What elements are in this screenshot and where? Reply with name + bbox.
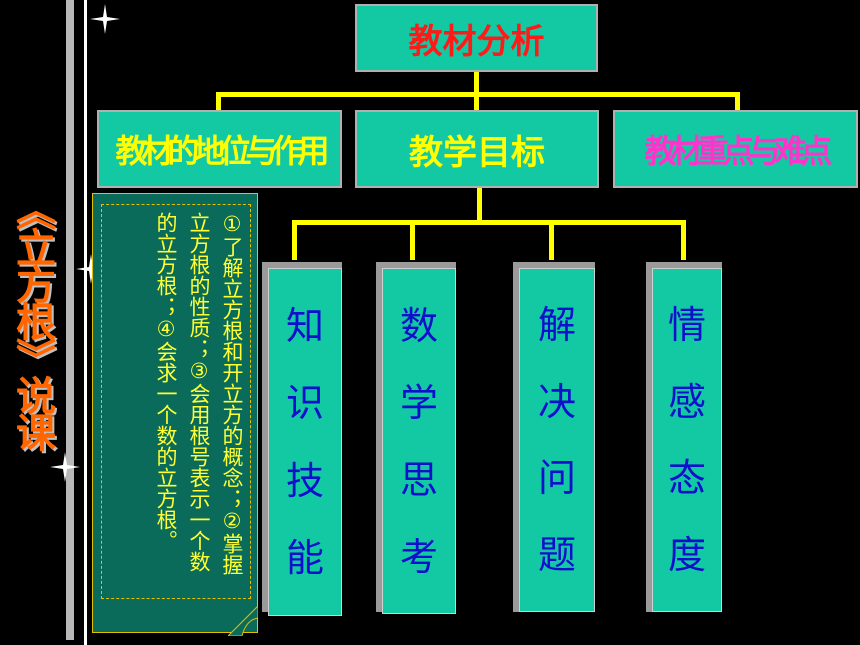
column-char: 态 bbox=[667, 456, 706, 501]
connector-root-down bbox=[474, 72, 479, 96]
column-char: 数 bbox=[399, 303, 438, 348]
column-char: 决 bbox=[537, 379, 576, 424]
column-char: 能 bbox=[285, 536, 324, 581]
panel-fold-corner bbox=[228, 606, 258, 636]
panel-inner-border bbox=[101, 204, 251, 599]
connector-bottom-3 bbox=[549, 220, 554, 260]
connector-bottom-horizontal bbox=[292, 220, 686, 225]
mid-box-label: 教学目标 bbox=[409, 132, 545, 173]
left-gray-bar bbox=[66, 0, 74, 640]
sparkle-star-icon bbox=[90, 4, 120, 34]
column-problem-solving: 解 决 问 题 bbox=[519, 268, 595, 612]
root-box-label: 教材分析 bbox=[408, 21, 545, 62]
connector-bottom-4 bbox=[681, 220, 686, 260]
slide-title: 《立方根》说课 bbox=[9, 190, 56, 449]
connector-mid-left bbox=[216, 92, 221, 110]
connector-bottom-2 bbox=[410, 220, 415, 260]
column-char: 情 bbox=[667, 303, 706, 348]
column-char: 学 bbox=[399, 380, 438, 425]
goals-text-panel bbox=[92, 193, 258, 633]
connector-goals-down bbox=[477, 188, 482, 222]
column-char: 问 bbox=[537, 456, 576, 501]
column-char: 感 bbox=[667, 379, 706, 424]
column-knowledge-skills: 知 识 技 能 bbox=[268, 268, 342, 616]
column-char: 识 bbox=[285, 381, 324, 426]
sparkle-star-icon bbox=[50, 452, 80, 482]
goals-text: ①了解立方根和开立方的概念；②掌握立方根的性质；③会用根号表示一个数的立方根；④… bbox=[154, 212, 244, 575]
column-char: 考 bbox=[399, 534, 438, 579]
root-box-material-analysis: 教材分析 bbox=[355, 4, 598, 72]
left-white-line bbox=[84, 0, 87, 645]
mid-box-teaching-goals: 教学目标 bbox=[355, 110, 599, 188]
connector-mid-right bbox=[735, 92, 740, 110]
column-char: 技 bbox=[285, 458, 324, 503]
connector-mid-center bbox=[474, 92, 479, 110]
sparkle-star-icon bbox=[76, 254, 106, 284]
column-char: 思 bbox=[399, 457, 438, 502]
column-char: 题 bbox=[537, 532, 576, 577]
connector-bottom-1 bbox=[292, 220, 297, 260]
mid-box-key-points: 教材重点与难点 bbox=[613, 110, 858, 188]
mid-box-status-role: 教材的地位与作用 bbox=[97, 110, 342, 188]
column-math-thinking: 数 学 思 考 bbox=[382, 268, 456, 614]
column-emotion-attitude: 情 感 态 度 bbox=[652, 268, 722, 612]
mid-box-label: 教材的地位与作用 bbox=[115, 132, 329, 170]
column-char: 知 bbox=[285, 303, 324, 348]
mid-box-label: 教材重点与难点 bbox=[644, 132, 832, 170]
column-char: 解 bbox=[537, 303, 576, 348]
column-char: 度 bbox=[667, 532, 706, 577]
